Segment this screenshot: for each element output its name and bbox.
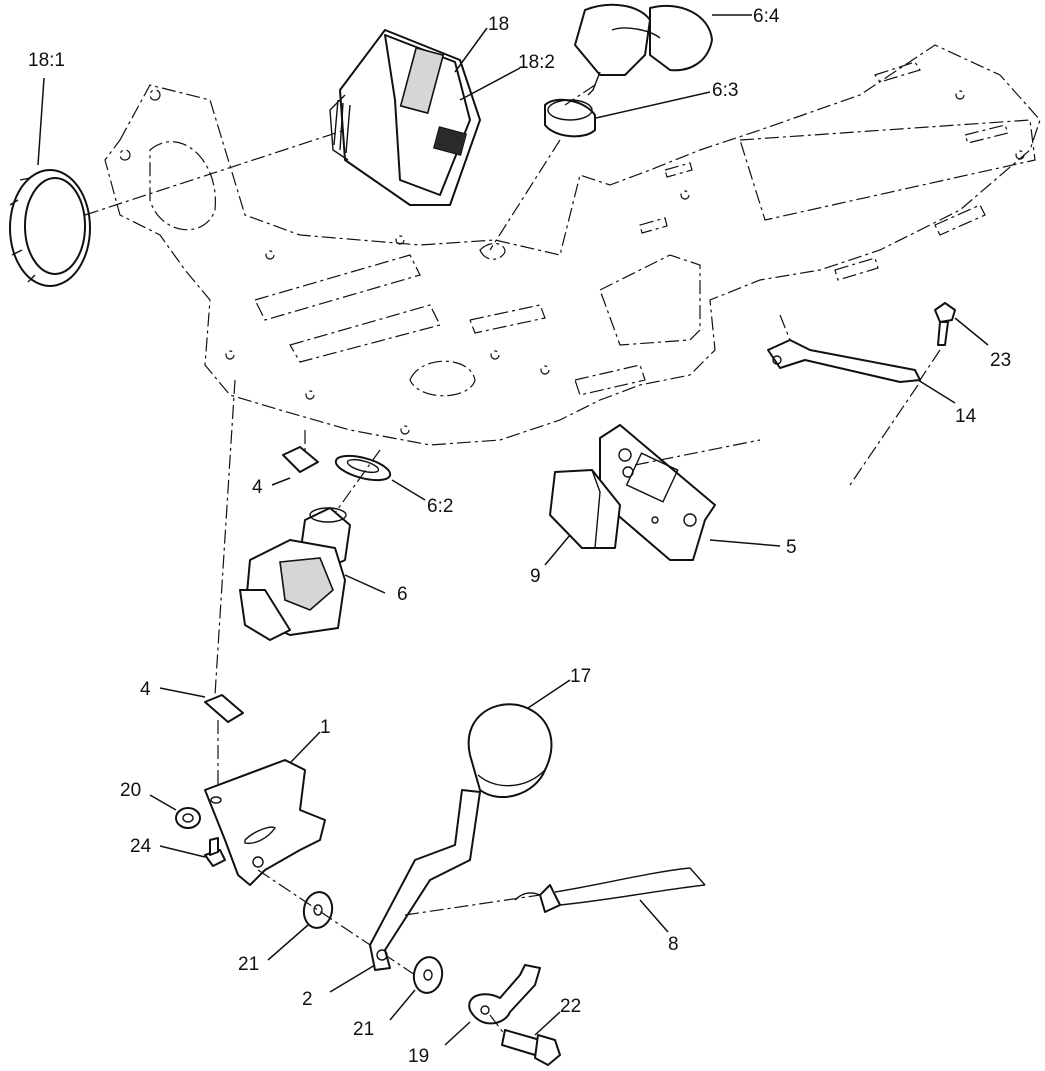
decal-plate-5 xyxy=(599,424,781,561)
callout-6-3: 6:3 xyxy=(712,80,738,101)
ignition-switch-6 xyxy=(239,507,386,641)
callout-6-4: 6:4 xyxy=(753,6,780,27)
callout-23: 23 xyxy=(990,350,1011,371)
hour-meter-18 xyxy=(84,27,521,216)
callout-2: 2 xyxy=(302,989,313,1010)
nut-6-3 xyxy=(489,84,711,251)
callout-labels: 18:1 18 18:2 6:4 6:3 23 14 4 6:2 5 9 6 4… xyxy=(28,6,1011,1067)
cable-8 xyxy=(514,867,706,933)
shift-bracket-1 xyxy=(204,731,326,886)
dash-panel xyxy=(104,44,1041,790)
callout-4-bottom: 4 xyxy=(140,679,151,700)
screw-24 xyxy=(159,837,226,867)
bolt-22 xyxy=(489,1011,561,1066)
callout-18-2: 18:2 xyxy=(518,52,555,73)
callout-5: 5 xyxy=(786,537,797,558)
nut-6-2 xyxy=(329,449,426,521)
callout-18: 18 xyxy=(488,14,509,35)
callout-1: 1 xyxy=(320,717,331,738)
callout-22: 22 xyxy=(560,996,581,1017)
callout-4-top: 4 xyxy=(252,477,263,498)
plug-9 xyxy=(544,469,621,566)
bracket-14 xyxy=(767,314,956,486)
link-plate-19 xyxy=(444,964,541,1046)
callout-9: 9 xyxy=(530,566,541,587)
callout-18-1: 18:1 xyxy=(28,50,65,71)
clip-4-bottom xyxy=(159,687,244,723)
callout-17: 17 xyxy=(570,666,591,687)
shift-knob-17 xyxy=(467,679,571,799)
callout-14: 14 xyxy=(955,406,977,427)
clip-4-top xyxy=(271,446,319,486)
callout-19: 19 xyxy=(408,1046,429,1067)
callout-20: 20 xyxy=(120,780,141,801)
callout-21-bottom: 21 xyxy=(353,1019,374,1040)
bezel-nut-18-1 xyxy=(9,77,91,287)
washer-21-bottom xyxy=(389,956,444,1021)
callout-6: 6 xyxy=(397,584,408,605)
bushing-20 xyxy=(149,794,201,829)
callout-24: 24 xyxy=(130,836,152,857)
callout-8: 8 xyxy=(668,934,679,955)
bolt-23 xyxy=(934,302,989,346)
ignition-key-6-4 xyxy=(574,3,752,96)
callout-6-2: 6:2 xyxy=(427,496,453,517)
callout-21-top: 21 xyxy=(238,954,259,975)
washer-21-top xyxy=(257,869,431,986)
